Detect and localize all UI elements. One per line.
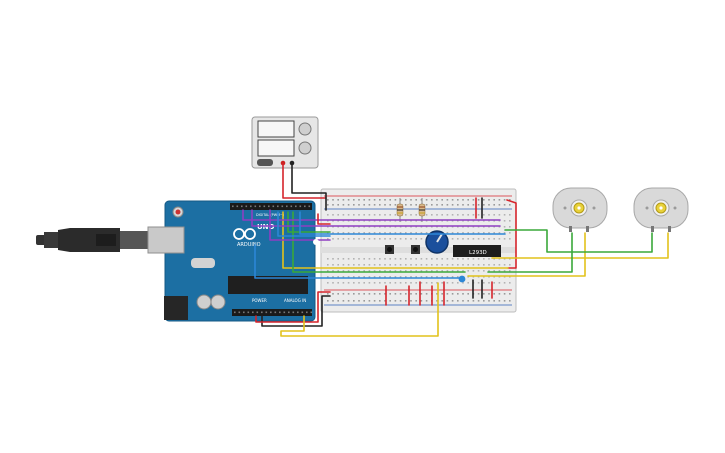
resistor-2[interactable]	[418, 198, 426, 222]
wire-yellow-motor2	[491, 232, 669, 259]
wires	[242, 163, 669, 337]
analog-header-label: ANALOG IN	[284, 298, 306, 303]
arduino-logo: ARDUINO UNO	[233, 223, 275, 248]
wire-blue-2	[299, 211, 506, 235]
wire-red-header	[317, 213, 331, 225]
arduino-model-text: UNO	[257, 223, 275, 231]
power-header-label: POWER	[252, 298, 267, 303]
power-supply[interactable]	[251, 116, 319, 169]
wire-rail-red-right	[506, 199, 517, 269]
wire-purple-3	[269, 209, 331, 241]
wire-blue-1	[254, 244, 463, 279]
wire-arduino-5v	[255, 291, 331, 323]
current-knob[interactable]	[298, 141, 312, 155]
l293d-driver-chip[interactable]: L293D	[453, 245, 501, 257]
dc-motor-2[interactable]	[633, 187, 689, 232]
atmega-chip	[228, 276, 308, 294]
wire-blue-3	[277, 211, 331, 237]
wire-junction	[458, 275, 466, 283]
resistor-1[interactable]	[396, 198, 404, 222]
wire-ps-positive	[282, 163, 327, 199]
dc-power-jack[interactable]	[164, 296, 188, 320]
voltage-knob[interactable]	[298, 122, 312, 136]
power-switch[interactable]	[257, 159, 273, 166]
capacitor-1	[196, 294, 212, 310]
crystal	[191, 258, 215, 268]
wire-purple-2	[251, 209, 501, 227]
pin-marker	[313, 239, 319, 245]
positive-terminal	[280, 160, 286, 166]
analog-power-header[interactable]	[232, 309, 312, 316]
wire-green-motor2	[504, 229, 653, 253]
negative-terminal	[289, 160, 295, 166]
wire-purple-1	[242, 209, 501, 221]
arduino-brand-text: ARDUINO	[237, 242, 261, 248]
driver-chip-label: L293D	[469, 250, 487, 256]
wire-yellow-1	[282, 211, 509, 269]
wire-green-2	[287, 211, 331, 233]
wire-ps-negative	[291, 163, 327, 211]
dc-motor-1[interactable]	[552, 187, 608, 232]
potentiometer[interactable]	[425, 230, 449, 254]
wire-yellow-motor1	[467, 232, 586, 277]
digital-header[interactable]	[230, 203, 312, 210]
usb-port[interactable]	[147, 226, 185, 254]
header-pins	[232, 205, 313, 314]
arduino-uno-board[interactable]: ARDUINO UNO DIGITAL (PWM~) POWER ANALOG …	[36, 200, 316, 322]
wire-yellow-analog	[280, 282, 439, 337]
usb-cable-end	[36, 235, 46, 245]
wire-green-motor1	[487, 232, 573, 273]
capacitor-2	[210, 294, 226, 310]
